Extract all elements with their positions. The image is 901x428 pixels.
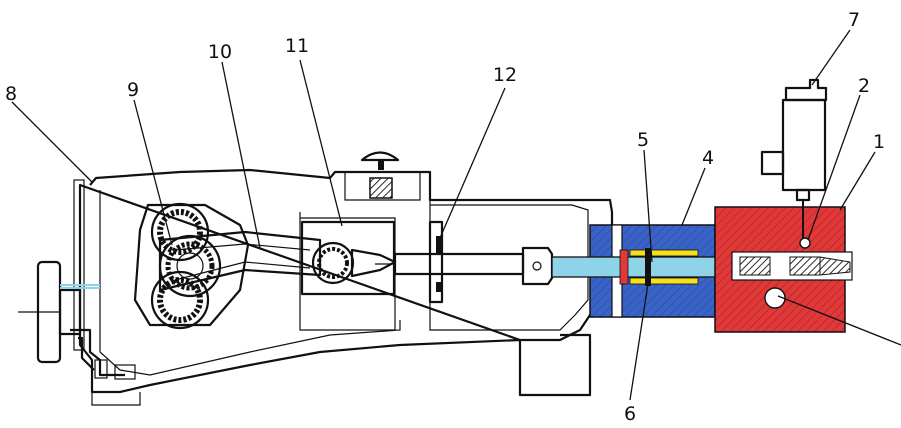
- callout-11: 11: [285, 35, 309, 57]
- leader-4: [681, 167, 706, 226]
- connecting-rod: [158, 230, 322, 298]
- leader-6: [629, 283, 649, 401]
- valve-manifold: [714, 206, 853, 333]
- breather-cap: [344, 151, 421, 201]
- drive-pulley: [18, 260, 100, 364]
- pressure-sensor: [760, 78, 828, 238]
- callout-12: 12: [493, 64, 517, 86]
- callout-5: 5: [637, 129, 649, 151]
- callout-1: 1: [873, 131, 885, 153]
- crankshaft: [133, 202, 250, 330]
- callout-4: 4: [702, 147, 714, 169]
- leader-unlabeled: [777, 295, 901, 346]
- callout-6: 6: [624, 403, 636, 425]
- oil-drain-fittings: [70, 328, 136, 380]
- crosshead-seal: [428, 220, 444, 304]
- leader-7: [811, 29, 851, 86]
- callout-9: 9: [127, 79, 139, 101]
- leader-10: [221, 61, 261, 249]
- leader-5: [643, 149, 653, 263]
- leader-9: [133, 99, 173, 246]
- callout-10: 10: [208, 41, 232, 63]
- callout-8: 8: [5, 83, 17, 105]
- callout-labels: 1 2 4 5 6 7 8 9 10 11 12: [5, 9, 885, 425]
- plunger: [551, 256, 733, 278]
- crosshead: [300, 220, 397, 296]
- callout-2: 2: [858, 75, 870, 97]
- leader-8: [11, 101, 93, 183]
- leader-12: [439, 87, 506, 239]
- leader-1: [839, 151, 876, 211]
- valve-ball: [799, 237, 811, 249]
- packing-seals: [619, 248, 699, 286]
- extension-rod: [375, 246, 554, 286]
- callout-7: 7: [848, 9, 860, 31]
- leader-2: [807, 94, 861, 241]
- leader-lines: [11, 29, 901, 401]
- leader-11: [299, 59, 343, 227]
